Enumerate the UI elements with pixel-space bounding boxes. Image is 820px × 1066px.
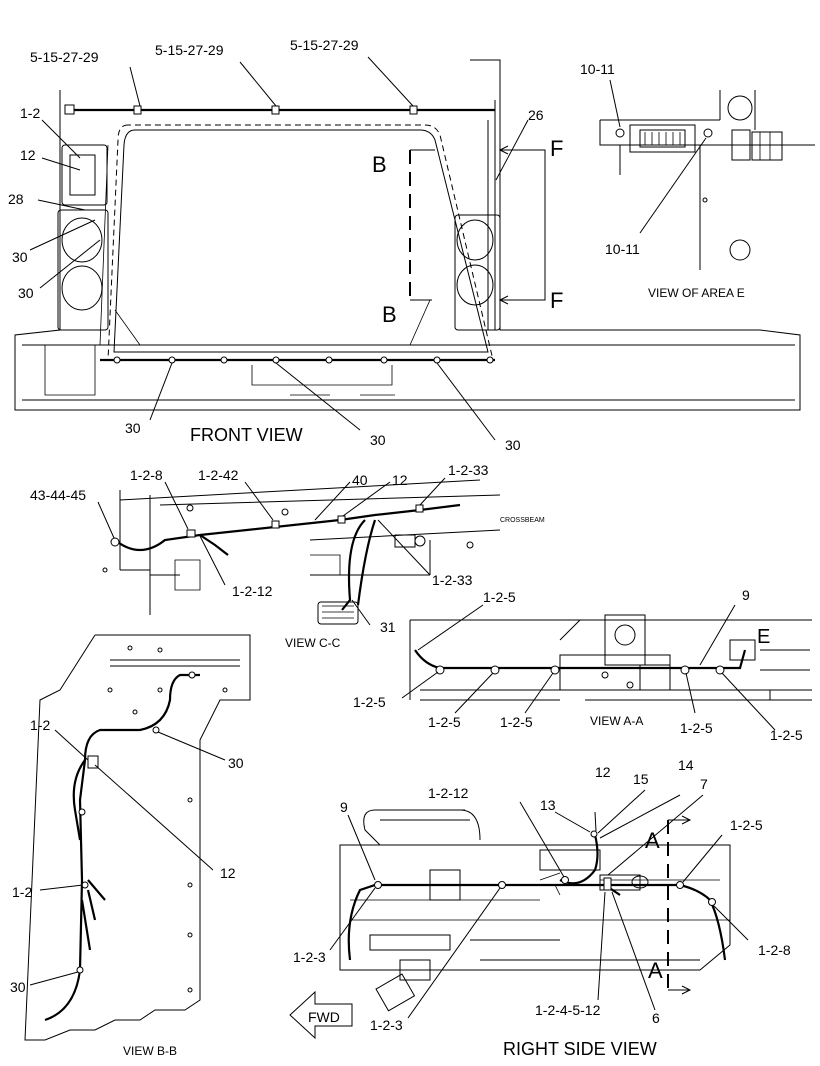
rs-callout-2: 13	[540, 797, 556, 813]
c-c-title: VIEW C-C	[285, 636, 341, 650]
front-callout-8: 30	[18, 285, 34, 301]
a-a-callout-6: 1-2-5	[680, 720, 713, 736]
rs-callout-8: 1-2-5	[730, 817, 763, 833]
rs-callout-9: 1-2-8	[758, 942, 791, 958]
front-callout-3: 5-15-27-29	[290, 37, 359, 53]
a-a-title: VIEW A-A	[590, 714, 643, 728]
front-callout-9: 26	[528, 107, 544, 123]
view-c-c: 43-44-45 1-2-8 1-2-42 40 12 1-2-33 1-2-1…	[30, 462, 545, 650]
rs-section-a2: A	[648, 958, 663, 983]
b-b-callout-1: 30	[228, 755, 244, 771]
front-callout-2: 5-15-27-29	[155, 42, 224, 58]
a-a-callout-3: 1-2-5	[353, 694, 386, 710]
front-section-b1: B	[372, 152, 387, 177]
front-callout-4: 1-2	[20, 105, 40, 121]
bottom-clips	[113, 356, 494, 364]
c-c-crossbeam-text: CROSSBEAM	[500, 517, 545, 524]
rs-callout-3: 12	[595, 764, 611, 780]
front-callout-1: 5-15-27-29	[30, 49, 99, 65]
a-a-callout-2: 9	[742, 587, 750, 603]
b-b-callout-4: 1-2	[12, 884, 32, 900]
rs-callout-10: 1-2-3	[293, 949, 326, 965]
a-a-callout-4: 1-2-5	[428, 714, 461, 730]
view-b-b: 30 1-2 12 1-2 30 VIEW B-B	[10, 634, 251, 1058]
rs-callout-12: 1-2-4-5-12	[535, 1002, 601, 1018]
view-a-a: 1-2-5 9 1-2-5 1-2-5 1-2-5 1-2-5 1-2-5 E …	[353, 587, 812, 743]
area-e-callout-2: 10-11	[605, 241, 640, 257]
rs-callout-11: 1-2-3	[370, 1017, 403, 1033]
rs-section-a1: A	[645, 828, 660, 853]
c-c-callout-8: 1-2-33	[432, 572, 473, 588]
rs-callout-7: 9	[340, 799, 348, 815]
c-c-callout-6: 1-2-33	[448, 462, 489, 478]
a-a-section-e: E	[757, 626, 770, 648]
c-c-callout-5: 12	[392, 472, 408, 488]
c-c-callout-3: 1-2-42	[198, 467, 239, 483]
a-a-callout-5: 1-2-5	[500, 714, 533, 730]
a-a-callout-7: 1-2-5	[770, 727, 803, 743]
b-b-callout-5: 30	[10, 979, 26, 995]
fwd-arrow-label: FWD	[308, 1009, 340, 1025]
front-callout-12: 30	[505, 437, 521, 453]
area-e-view: 10-11 10-11 VIEW OF AREA E	[580, 61, 815, 300]
front-callout-10: 30	[125, 420, 141, 436]
front-section-f1: F	[550, 136, 563, 161]
front-callout-7: 30	[12, 249, 28, 265]
front-view: 5-15-27-29 5-15-27-29 5-15-27-29 1-2 12 …	[8, 37, 801, 453]
b-b-callout-2: 1-2	[30, 717, 50, 733]
c-c-callout-2: 1-2-8	[130, 467, 163, 483]
right-side-title: RIGHT SIDE VIEW	[503, 1039, 657, 1059]
front-callout-5: 12	[20, 147, 36, 163]
c-c-callout-9: 31	[380, 619, 396, 635]
a-a-callout-1: 1-2-5	[483, 589, 516, 605]
rs-callout-5: 14	[678, 757, 694, 773]
b-b-callout-3: 12	[220, 865, 236, 881]
b-b-title: VIEW B-B	[123, 1044, 177, 1058]
area-e-title: VIEW OF AREA E	[648, 286, 745, 300]
rs-callout-1: 1-2-12	[428, 785, 469, 801]
front-section-f2: F	[550, 288, 563, 313]
front-callout-6: 28	[8, 191, 24, 207]
rs-callout-13: 6	[652, 1010, 660, 1026]
rs-callout-6: 7	[700, 776, 708, 792]
c-c-callout-7: 1-2-12	[232, 583, 273, 599]
area-e-callout-1: 10-11	[580, 61, 615, 77]
rs-callout-4: 15	[633, 771, 649, 787]
front-view-title: FRONT VIEW	[190, 425, 303, 445]
c-c-callout-1: 43-44-45	[30, 487, 86, 503]
right-side-view: 1-2-12 13 12 15 14 7 9 1-2-5 1-2-8 1-2-3…	[289, 757, 791, 1059]
c-c-callout-4: 40	[352, 472, 368, 488]
front-section-b2: B	[382, 302, 397, 327]
front-callout-11: 30	[370, 432, 386, 448]
